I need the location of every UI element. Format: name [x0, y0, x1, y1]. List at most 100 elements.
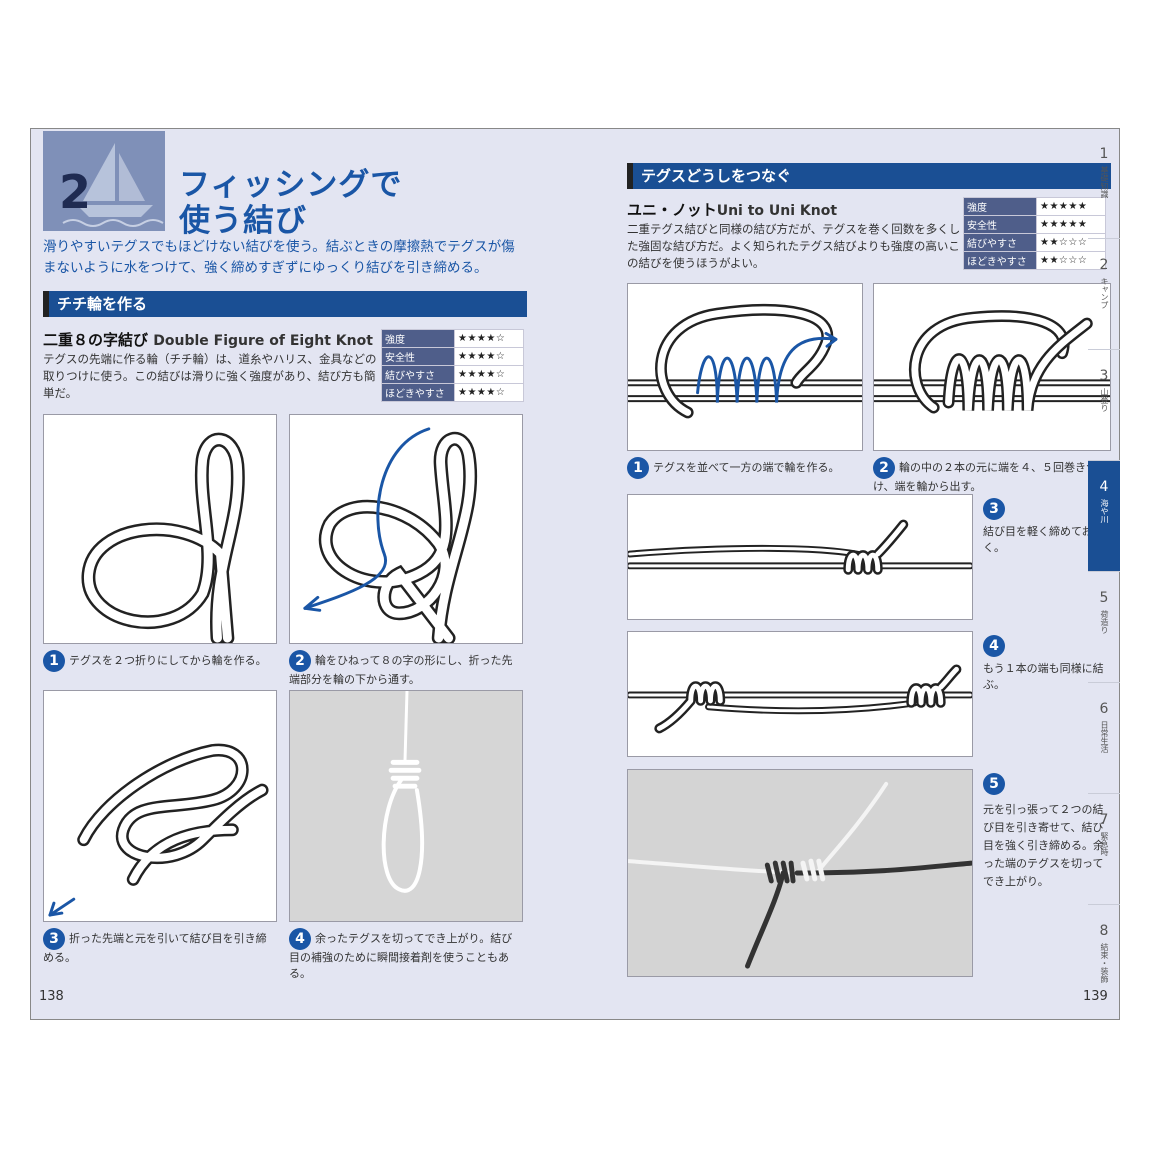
uni-wrap-drawing: [874, 310, 1110, 414]
step-number-badge: 4: [289, 928, 311, 950]
step-text: 余ったテグスを切ってでき上がり。結び目の補強のために瞬間接着剤を使うこともある。: [289, 932, 513, 980]
index-tab-4[interactable]: 4 海や川: [1088, 461, 1120, 572]
uni-step5-photo: [627, 769, 973, 977]
page-number-left: 138: [39, 989, 64, 1004]
rating-stars: ★★★★☆: [454, 329, 524, 348]
step-text: 輪をひねって８の字の形にし、折った先端部分を輪の下から通す。: [289, 654, 513, 686]
step4-photo: [289, 690, 523, 922]
knot-description-right: 二重テグス結びと同様の結び方だが、テグスを巻く回数を多くした強固な結び方だ。よく…: [627, 222, 961, 270]
rating-label: 安全性: [381, 347, 455, 366]
knot-description-left: テグスの先端に作る輪（チチ輪）は、道糸やハリス、金具などの取りつけに使う。この結…: [43, 352, 377, 400]
knot-tighten-drawing: [48, 743, 269, 917]
rating-stars: ★★☆☆☆: [1036, 251, 1106, 270]
page-number-right: 139: [1083, 989, 1108, 1004]
step-number-badge: 5: [983, 773, 1005, 795]
index-tab-1[interactable]: 1 基礎知識: [1088, 128, 1120, 239]
tab-number: 7: [1099, 812, 1109, 828]
uni-step-caption-3: 結び目を軽く締めておく。: [983, 525, 1093, 554]
knot-title-en: Double Figure of Eight Knot: [153, 333, 373, 349]
step-number-badge: 3: [983, 498, 1005, 520]
knot-title-right: ユニ・ノットUni to Uni Knot: [627, 199, 837, 220]
step-text: 輪の中の２本の元に端を４、５回巻きつけ、端を輪から出す。: [873, 461, 1097, 493]
step-caption-1: 1 テグスを２つ折りにしてから輪を作る。: [43, 650, 277, 672]
step-number-badge: 1: [43, 650, 65, 672]
uni-loop-drawing: [628, 304, 862, 419]
index-tab-3[interactable]: 3 山登り: [1088, 350, 1120, 461]
tab-number: 8: [1099, 923, 1109, 939]
uni-step3-illustration: [627, 494, 973, 620]
section-heading-right: テグスどうしをつなぐ: [627, 163, 1111, 189]
step3-illustration: [43, 690, 277, 922]
rating-stars: ★★★★☆: [454, 347, 524, 366]
index-tab-8[interactable]: 8 結束・装飾: [1088, 905, 1120, 1020]
uni-double-drawing: [628, 664, 972, 734]
tab-number: 3: [1099, 368, 1109, 384]
knot-title-jp: ユニ・ノット: [627, 201, 717, 219]
index-tab-2[interactable]: 2 キャンプ: [1088, 239, 1120, 350]
step-text: テグスを並べて一方の端で輪を作る。: [653, 461, 840, 474]
rating-stars: ★★★★★: [1036, 197, 1106, 216]
rating-label: 結びやすさ: [963, 233, 1037, 252]
step-number-badge: 4: [983, 635, 1005, 657]
tab-label: 基礎知識: [1100, 166, 1109, 198]
rating-table-right: 強度★★★★★ 安全性★★★★★ 結びやすさ★★☆☆☆ ほどきやすさ★★☆☆☆: [963, 197, 1106, 270]
book-spread: 2 フィッシングで 使う結び 滑りやすいテグスでもほどけない結びを使う。結ぶとき…: [30, 128, 1120, 1020]
rating-stars: ★★★★☆: [454, 365, 524, 384]
tab-number: 5: [1099, 590, 1109, 606]
uni-snug-drawing: [628, 519, 972, 575]
uni-step4-illustration: [627, 631, 973, 757]
finished-knot-photo: [290, 691, 522, 921]
knot-figure-eight-drawing: [303, 427, 478, 643]
rating-label: 結びやすさ: [381, 365, 455, 384]
rating-label: ほどきやすさ: [963, 251, 1037, 270]
step-number-badge: 1: [627, 457, 649, 479]
knot-title-en: Uni to Uni Knot: [716, 203, 838, 219]
rating-label: 安全性: [963, 215, 1037, 234]
title-line-1: フィッシングで: [179, 167, 403, 203]
step-number-badge: 3: [43, 928, 65, 950]
uni-step-caption-1: 1 テグスを並べて一方の端で輪を作る。: [627, 457, 863, 479]
knot-title-jp: 二重８の字結び: [43, 331, 149, 349]
sailboat-icon: [62, 143, 164, 227]
tab-label: キャンプ: [1100, 277, 1109, 309]
tab-label: 山登り: [1100, 388, 1109, 412]
knot-title-left: 二重８の字結び Double Figure of Eight Knot: [43, 329, 373, 350]
uni-step-caption-4: もう１本の端も同様に結ぶ。: [983, 662, 1104, 691]
title-line-2: 使う結び: [179, 203, 307, 239]
rating-table-left: 強度★★★★☆ 安全性★★★★☆ 結びやすさ★★★★☆ ほどきやすさ★★★★☆: [381, 329, 524, 402]
tab-label: 荷造り: [1100, 610, 1109, 634]
knot-loop-drawing: [81, 432, 245, 643]
tab-label: 海や川: [1100, 499, 1109, 523]
tab-number: 6: [1099, 701, 1109, 717]
step1-illustration: [43, 414, 277, 644]
uni-step2-illustration: [873, 283, 1111, 451]
step2-illustration: [289, 414, 523, 644]
uni-step-caption-5: 元を引っ張って２つの結び目を引き寄せて、結び目を強く引き締める。余った端のテグス…: [983, 803, 1104, 888]
step-number-badge: 2: [873, 457, 895, 479]
tab-label: 結束・装飾: [1100, 943, 1109, 983]
chapter-badge: 2: [43, 131, 165, 231]
lead-text: 滑りやすいテグスでもほどけない結びを使う。結ぶときの摩擦熱でテグスが傷まないよう…: [43, 239, 515, 276]
tab-label: 日常生活: [1100, 721, 1109, 753]
tab-number: 4: [1099, 479, 1109, 495]
tab-label: 緊急時: [1100, 832, 1109, 856]
tab-number: 1: [1099, 146, 1109, 162]
chapter-number: 2: [59, 165, 92, 219]
tab-number: 2: [1099, 257, 1109, 273]
rating-stars: ★★★★★: [1036, 215, 1106, 234]
index-tab-7[interactable]: 7 緊急時: [1088, 794, 1120, 905]
step-text: テグスを２つ折りにしてから輪を作る。: [69, 654, 267, 667]
section-heading-left: チチ輪を作る: [43, 291, 527, 317]
index-tab-6[interactable]: 6 日常生活: [1088, 683, 1120, 794]
rating-label: 強度: [963, 197, 1037, 216]
step-text: 折った先端と元を引いて結び目を引き締める。: [43, 932, 267, 964]
step-number-badge: 2: [289, 650, 311, 672]
index-tab-5[interactable]: 5 荷造り: [1088, 572, 1120, 683]
rating-label: ほどきやすさ: [381, 383, 455, 402]
rating-label: 強度: [381, 329, 455, 348]
joined-lines-photo: [628, 770, 972, 976]
